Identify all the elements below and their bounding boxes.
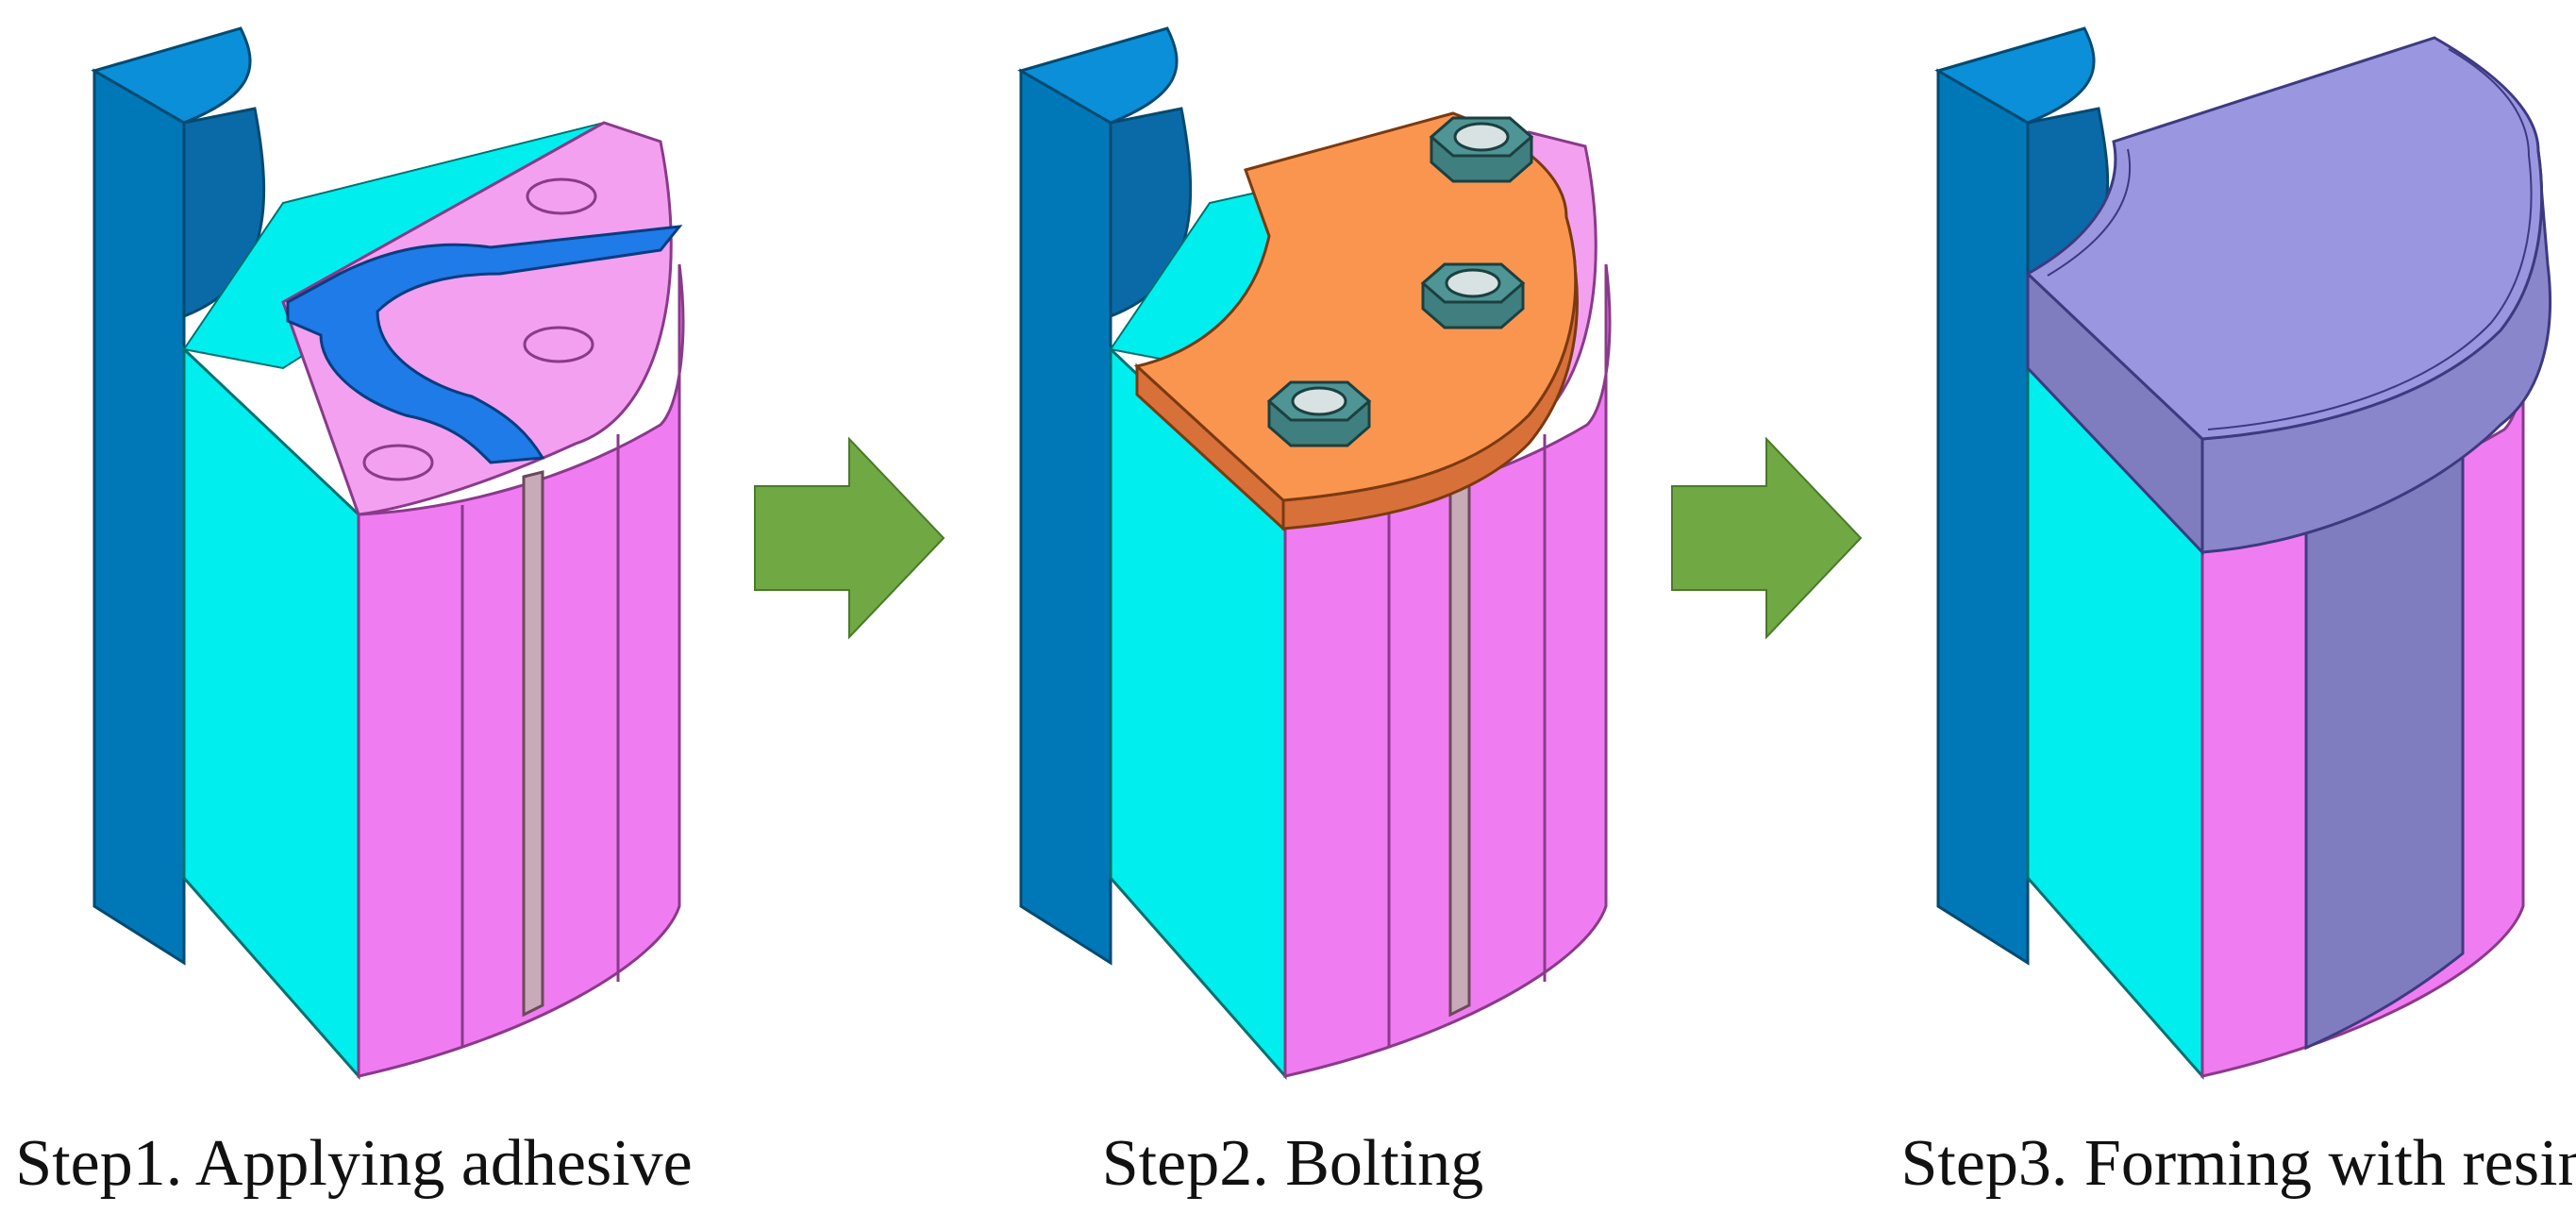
step-arrow-2 [1671, 436, 1863, 640]
step1-hole [523, 326, 594, 363]
step1-cyan-face [182, 345, 360, 1080]
step2-nut [1266, 380, 1372, 447]
step1-column-top [91, 26, 252, 125]
step2-caption: Step2. Bolting [1102, 1127, 1483, 1200]
step-arrow-1 [754, 436, 945, 640]
step1-hole [526, 177, 597, 215]
step3-resin-top [2025, 36, 2544, 441]
step3-illustration [1934, 26, 2551, 1080]
step3-resin-rim [2047, 48, 2533, 430]
step3-column-top [1934, 26, 2096, 125]
step3-caption: Step3. Forming with resin [1900, 1127, 2576, 1200]
step1-caption: Step1. Applying adhesive [15, 1127, 692, 1200]
step2-bolt-plate [1133, 111, 1578, 502]
step3-column-front [1936, 68, 2030, 966]
step3-resin-face [2304, 449, 2465, 1051]
step2-gap-strip [1448, 470, 1471, 1018]
step2-column-top [1017, 26, 1179, 125]
step1-gap-strip [522, 470, 544, 1018]
step1-illustration [91, 26, 685, 1080]
step2-illustration [1017, 26, 1612, 1080]
step1-hole [362, 444, 434, 481]
step1-column-front [92, 68, 186, 966]
step1-adhesive-strip [286, 225, 683, 464]
step2-column-front [1019, 68, 1112, 966]
step2-nut [1429, 116, 1534, 183]
step2-nut [1420, 262, 1526, 329]
step1-magenta-face [357, 263, 685, 1078]
